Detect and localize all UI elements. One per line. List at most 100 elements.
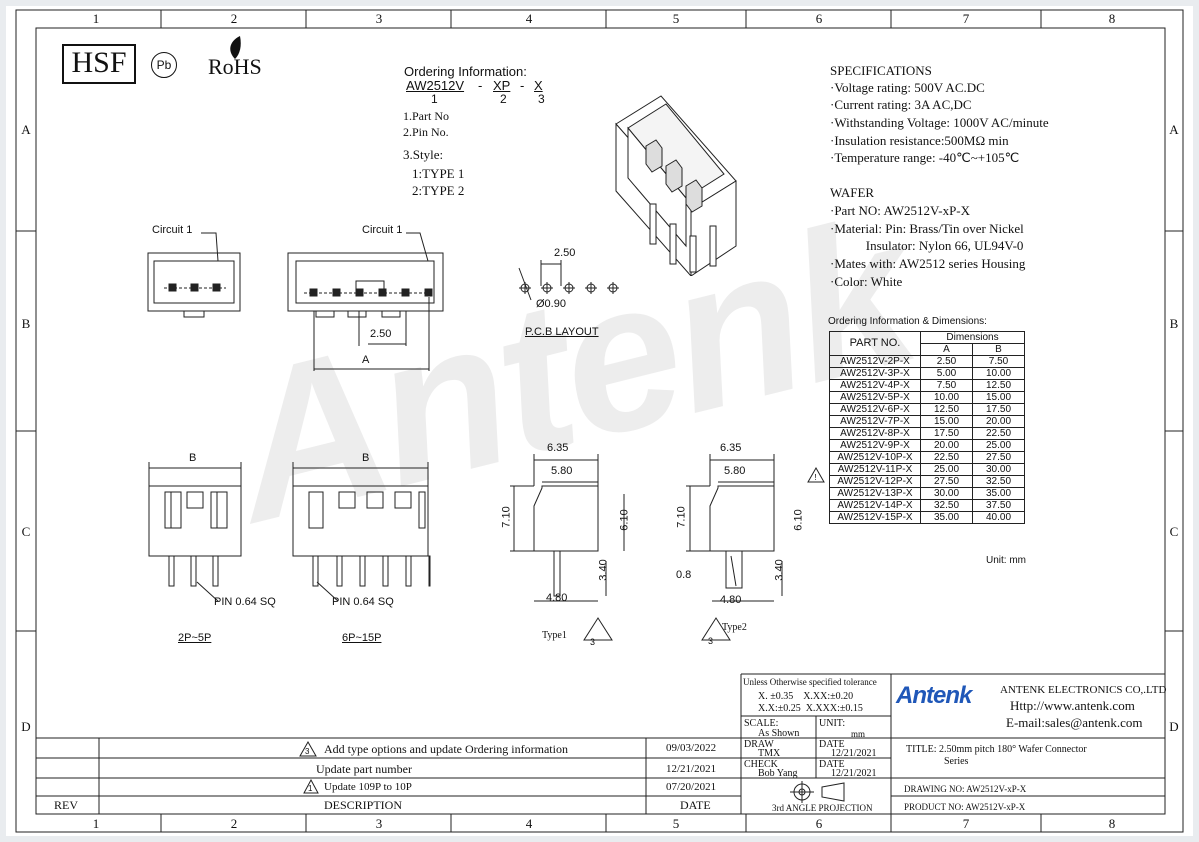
col-marker-bottom-1: 1 xyxy=(92,816,100,831)
col-marker-bottom-4: 4 xyxy=(525,816,533,831)
ordering-index-3: 3 xyxy=(538,92,545,106)
rev-mark-1-icon xyxy=(303,779,319,794)
type1-width-480: 4.80 xyxy=(546,592,568,604)
col-marker-bottom-5: 5 xyxy=(672,816,680,831)
check-value: Bob Yang xyxy=(758,768,798,779)
row-marker-right-A: A xyxy=(1169,122,1179,137)
tolerance-line2: X.X:±0.25 X.XXX:±0.15 xyxy=(758,703,863,714)
connector-3d-view xyxy=(615,95,737,276)
company-email: E-mail:sales@antenk.com xyxy=(1006,715,1143,730)
pin-size-small: PIN 0.64 SQ xyxy=(214,596,276,608)
rev-row2-date: 12/21/2021 xyxy=(666,763,717,775)
spec-voltage: ·Voltage rating: 500V AC.DC xyxy=(830,80,985,95)
range-label-large: 6P~15P xyxy=(342,632,382,644)
col-marker-bottom-7: 7 xyxy=(962,816,970,831)
wafer-material: ·Material: Pin: Brass/Tin over Nickel xyxy=(830,221,1024,236)
type1-width-580: 5.80 xyxy=(551,465,573,477)
wafer-insulator: Insulator: Nylon 66, UL94V-0 xyxy=(830,238,1024,253)
col-marker-7: 7 xyxy=(962,11,970,26)
end-views xyxy=(510,454,783,641)
col-marker-1: 1 xyxy=(92,11,100,26)
ordering-item-pin: 2.Pin No. xyxy=(403,125,449,139)
ordering-code-sep-2: - xyxy=(520,78,525,93)
product-number: PRODUCT NO: AW2512V-xP-X xyxy=(904,802,1026,812)
col-marker-3: 3 xyxy=(375,11,383,26)
title-block-lines xyxy=(36,673,1165,814)
wafer-part: ·Part NO: AW2512V-xP-X xyxy=(830,203,971,218)
check-date-label: DATE xyxy=(819,759,845,770)
check-date: 12/21/2021 xyxy=(831,768,877,779)
rev-row1-date: 09/03/2022 xyxy=(666,742,717,754)
type2-offset-08: 0.8 xyxy=(676,569,692,581)
circuit1-label-small: Circuit 1 xyxy=(152,224,193,236)
pin-size-large: PIN 0.64 SQ xyxy=(332,596,394,608)
dim-a-cell: 35.00 xyxy=(920,511,973,524)
company-website: Http://www.antenk.com xyxy=(1010,698,1135,713)
pb-free-text: Pb xyxy=(156,58,172,72)
warning-icon: ! xyxy=(807,466,825,483)
unit-label: UNIT: xyxy=(819,718,846,729)
title-line1: TITLE: 2.50mm pitch 180° Wafer Connector xyxy=(906,744,1087,755)
frame-lines xyxy=(15,9,1184,833)
ordering-code-style: X xyxy=(534,78,543,93)
hole-diameter: Ø0.90 xyxy=(536,298,566,310)
draw-value: TMX xyxy=(758,748,781,759)
side-views xyxy=(148,462,431,601)
wafer-color: ·Color: White xyxy=(830,274,903,289)
type2-width-635: 6.35 xyxy=(720,442,742,454)
wafer-title: WAFER xyxy=(830,185,875,200)
range-label-small: 2P~5P xyxy=(178,632,212,644)
company-name: ANTENK ELECTRONICS CO,.LTD xyxy=(1000,684,1167,696)
ordering-title: Ordering Information: xyxy=(404,64,527,79)
ordering-item-style: 3.Style: xyxy=(403,147,444,162)
spec-title: SPECIFICATIONS xyxy=(830,63,932,78)
rev-row1-mark: 3 xyxy=(305,747,310,756)
ordering-code-pin: XP xyxy=(493,78,511,93)
col-marker-5: 5 xyxy=(672,11,680,26)
draw-date-label: DATE xyxy=(819,739,845,750)
pb-free-logo: Pb xyxy=(151,52,177,78)
type1-rev-mark: 3 xyxy=(590,637,596,647)
drawing-number: DRAWING NO: AW2512V-xP-X xyxy=(904,784,1027,794)
type2-label: Type2 xyxy=(722,622,747,633)
rev-row1-desc: Add type options and update Ordering inf… xyxy=(324,742,568,756)
ordering-item-type2: 2:TYPE 2 xyxy=(412,183,465,198)
draw-label: DRAW xyxy=(744,739,774,750)
check-label: CHECK xyxy=(744,759,778,770)
row-marker-right-B: B xyxy=(1169,316,1179,331)
rev-row3-mark: 1 xyxy=(308,784,313,793)
ordering-item-part: 1.Part No xyxy=(403,109,449,123)
dim-a-label: A xyxy=(362,354,370,366)
tolerance-title: Unless Otherwise specified tolerance xyxy=(743,677,877,687)
pitch-dim-front: 2.50 xyxy=(370,328,392,340)
draw-date: 12/21/2021 xyxy=(831,748,877,759)
spec-temperature: ·Temperature range: -40℃~+105℃ xyxy=(830,150,1020,165)
scale-value: As Shown xyxy=(758,728,800,739)
drawing-sheet: 1 2 3 4 5 6 7 8 1 2 3 4 5 6 7 8 A B C D … xyxy=(6,6,1193,836)
title-line2: Series xyxy=(944,756,969,767)
projection-label: 3rd ANGLE PROJECTION xyxy=(772,803,873,813)
row-marker-B: B xyxy=(21,316,31,331)
ordering-code-sep-1: - xyxy=(478,78,483,93)
type2-rev-mark: 3 xyxy=(708,636,714,646)
rev-row3-desc: Update 109P to 10P xyxy=(324,781,412,793)
dim-b-large: B xyxy=(362,452,370,464)
rev-mark-3-icon xyxy=(299,741,317,757)
col-marker-bottom-8: 8 xyxy=(1108,816,1116,831)
row-marker-right-C: C xyxy=(1169,524,1179,539)
dim-b-small: B xyxy=(189,452,197,464)
col-marker-bottom-3: 3 xyxy=(375,816,383,831)
row-marker-A: A xyxy=(21,122,31,137)
rohs-logo: RoHS xyxy=(208,54,262,79)
type1-label: Type1 xyxy=(542,630,567,641)
type2-width-480: 4.80 xyxy=(720,594,742,606)
row-marker-D: D xyxy=(21,719,31,734)
